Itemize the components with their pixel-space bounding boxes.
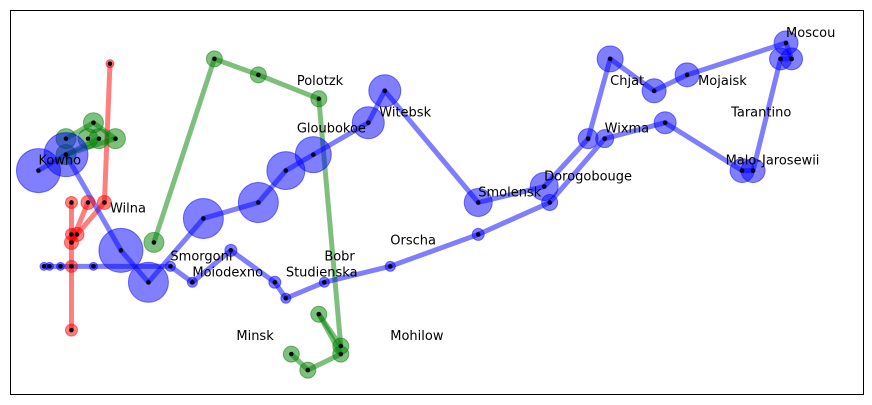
series-3-dot-8: [338, 351, 344, 357]
city-label-14: Wixma: [605, 122, 650, 137]
series-3-dot-2: [212, 56, 217, 62]
series-4-dot-8: [366, 120, 371, 125]
series-4-dot-26: [322, 280, 327, 285]
series-4-segment-29: [189, 247, 234, 285]
series-1-dot-2: [69, 327, 74, 333]
series-4-dot-32: [91, 264, 96, 269]
series-4-segment-22: [547, 136, 608, 205]
series-4-dot-14: [651, 88, 657, 93]
series-4-segment-25: [321, 263, 393, 285]
series-4-dot-24: [476, 232, 481, 237]
city-label-17: Tarantino: [730, 106, 791, 121]
series-4-dot-34: [47, 264, 52, 269]
series-4-segment-24: [387, 231, 481, 269]
series-2-dot-1: [91, 120, 96, 125]
series-4-dot-4: [201, 216, 206, 221]
city-label-2: Smorgoni: [170, 249, 232, 264]
series-4-dot-27: [283, 296, 289, 301]
series-4-dot-2: [118, 248, 124, 253]
series-2-dot-4: [96, 136, 102, 141]
series-0-dot-2: [74, 232, 80, 237]
city-label-3: Moiodexno: [192, 265, 263, 280]
series-4-segment-15: [684, 40, 789, 78]
city-label-9: Witebsk: [379, 106, 431, 121]
city-label-5: Minsk: [236, 329, 274, 344]
series-3-dot-5: [338, 343, 344, 349]
city-label-7: Polotzk: [297, 74, 344, 89]
series-4-dot-31: [168, 264, 173, 269]
series-3-dot-3: [256, 72, 261, 78]
city-label-13: Dorogobouge: [544, 170, 632, 185]
city-dots: [36, 40, 794, 373]
city-label-1: Wilna: [110, 201, 146, 216]
series-4-dot-12: [585, 136, 591, 141]
series-4-dot-5: [256, 200, 261, 205]
series-0-dot-1: [102, 200, 107, 205]
city-label-4: Gloubokoe: [297, 122, 366, 137]
series-4-dot-18: [778, 56, 783, 62]
series-4-dot-25: [388, 264, 393, 269]
series-4-dot-35: [41, 264, 47, 269]
city-label-16: Mojaisk: [698, 74, 747, 89]
series-1-dot-1: [69, 264, 74, 269]
series-4-dot-6: [283, 168, 289, 173]
series-0-dot-0: [107, 61, 113, 66]
series-4-dot-17: [789, 56, 794, 62]
city-label-0: Kowno: [38, 154, 81, 169]
series-4-dot-13: [607, 56, 613, 62]
series-4-segment-23: [475, 200, 553, 237]
series-0-dot-3: [69, 240, 74, 245]
series-1-dot-0: [69, 200, 74, 205]
city-label-11: Mohilow: [390, 329, 444, 344]
series-4-dot-23: [547, 200, 552, 205]
series-4-dot-19: [750, 168, 756, 173]
city-label-12: Smolensk: [478, 186, 541, 201]
city-label-18: Malo-Jarosewii: [726, 154, 820, 169]
series-4-dot-15: [684, 72, 690, 78]
series-4-segment-28: [228, 247, 278, 285]
series-3-dot-0: [85, 136, 91, 141]
series-4-dot-10: [476, 200, 481, 205]
series-4-segment-12: [585, 56, 613, 142]
series-2-dot-0: [63, 136, 69, 141]
series-4-segment-20: [662, 120, 745, 174]
series-2-dot-2: [113, 136, 118, 141]
city-label-6: Studienska: [286, 265, 358, 280]
city-label-8: Bobr: [324, 249, 355, 264]
city-label-10: Orscha: [390, 233, 436, 248]
series-4-dot-0: [36, 168, 41, 173]
city-label-19: Moscou: [786, 26, 835, 41]
series-4-dot-1: [63, 152, 69, 157]
series-3-dot-9: [316, 312, 322, 317]
series-4-dot-21: [662, 120, 668, 125]
series-4-dot-29: [228, 248, 234, 253]
series-3-dot-4: [316, 96, 322, 101]
series-4-dot-33: [58, 264, 63, 269]
series-4-dot-20: [739, 168, 745, 173]
plot-frame: [10, 10, 864, 395]
series-3-dot-6: [305, 367, 311, 373]
series-3-dot-7: [289, 351, 294, 357]
city-label-15: Chjat: [610, 74, 644, 89]
series-4-dot-30: [190, 280, 195, 285]
series-4-dot-11: [541, 184, 547, 189]
series-4-dot-3: [146, 280, 151, 285]
series-3-segment-2: [255, 72, 322, 102]
series-4-dot-7: [311, 152, 316, 157]
series-4-dot-22: [602, 136, 607, 141]
series-3-dot-1: [151, 240, 157, 245]
series-3-segment-0: [151, 56, 217, 245]
series-0-dot-4: [85, 200, 91, 205]
series-4-segment-18: [750, 56, 784, 174]
series-4-dot-28: [272, 280, 278, 285]
series-4-segment-26: [283, 279, 327, 301]
series-4-dot-9: [382, 88, 387, 93]
series-4-segment-9: [382, 88, 481, 205]
series-4-dot-16: [783, 40, 789, 46]
series-1-dot-3: [69, 232, 74, 237]
